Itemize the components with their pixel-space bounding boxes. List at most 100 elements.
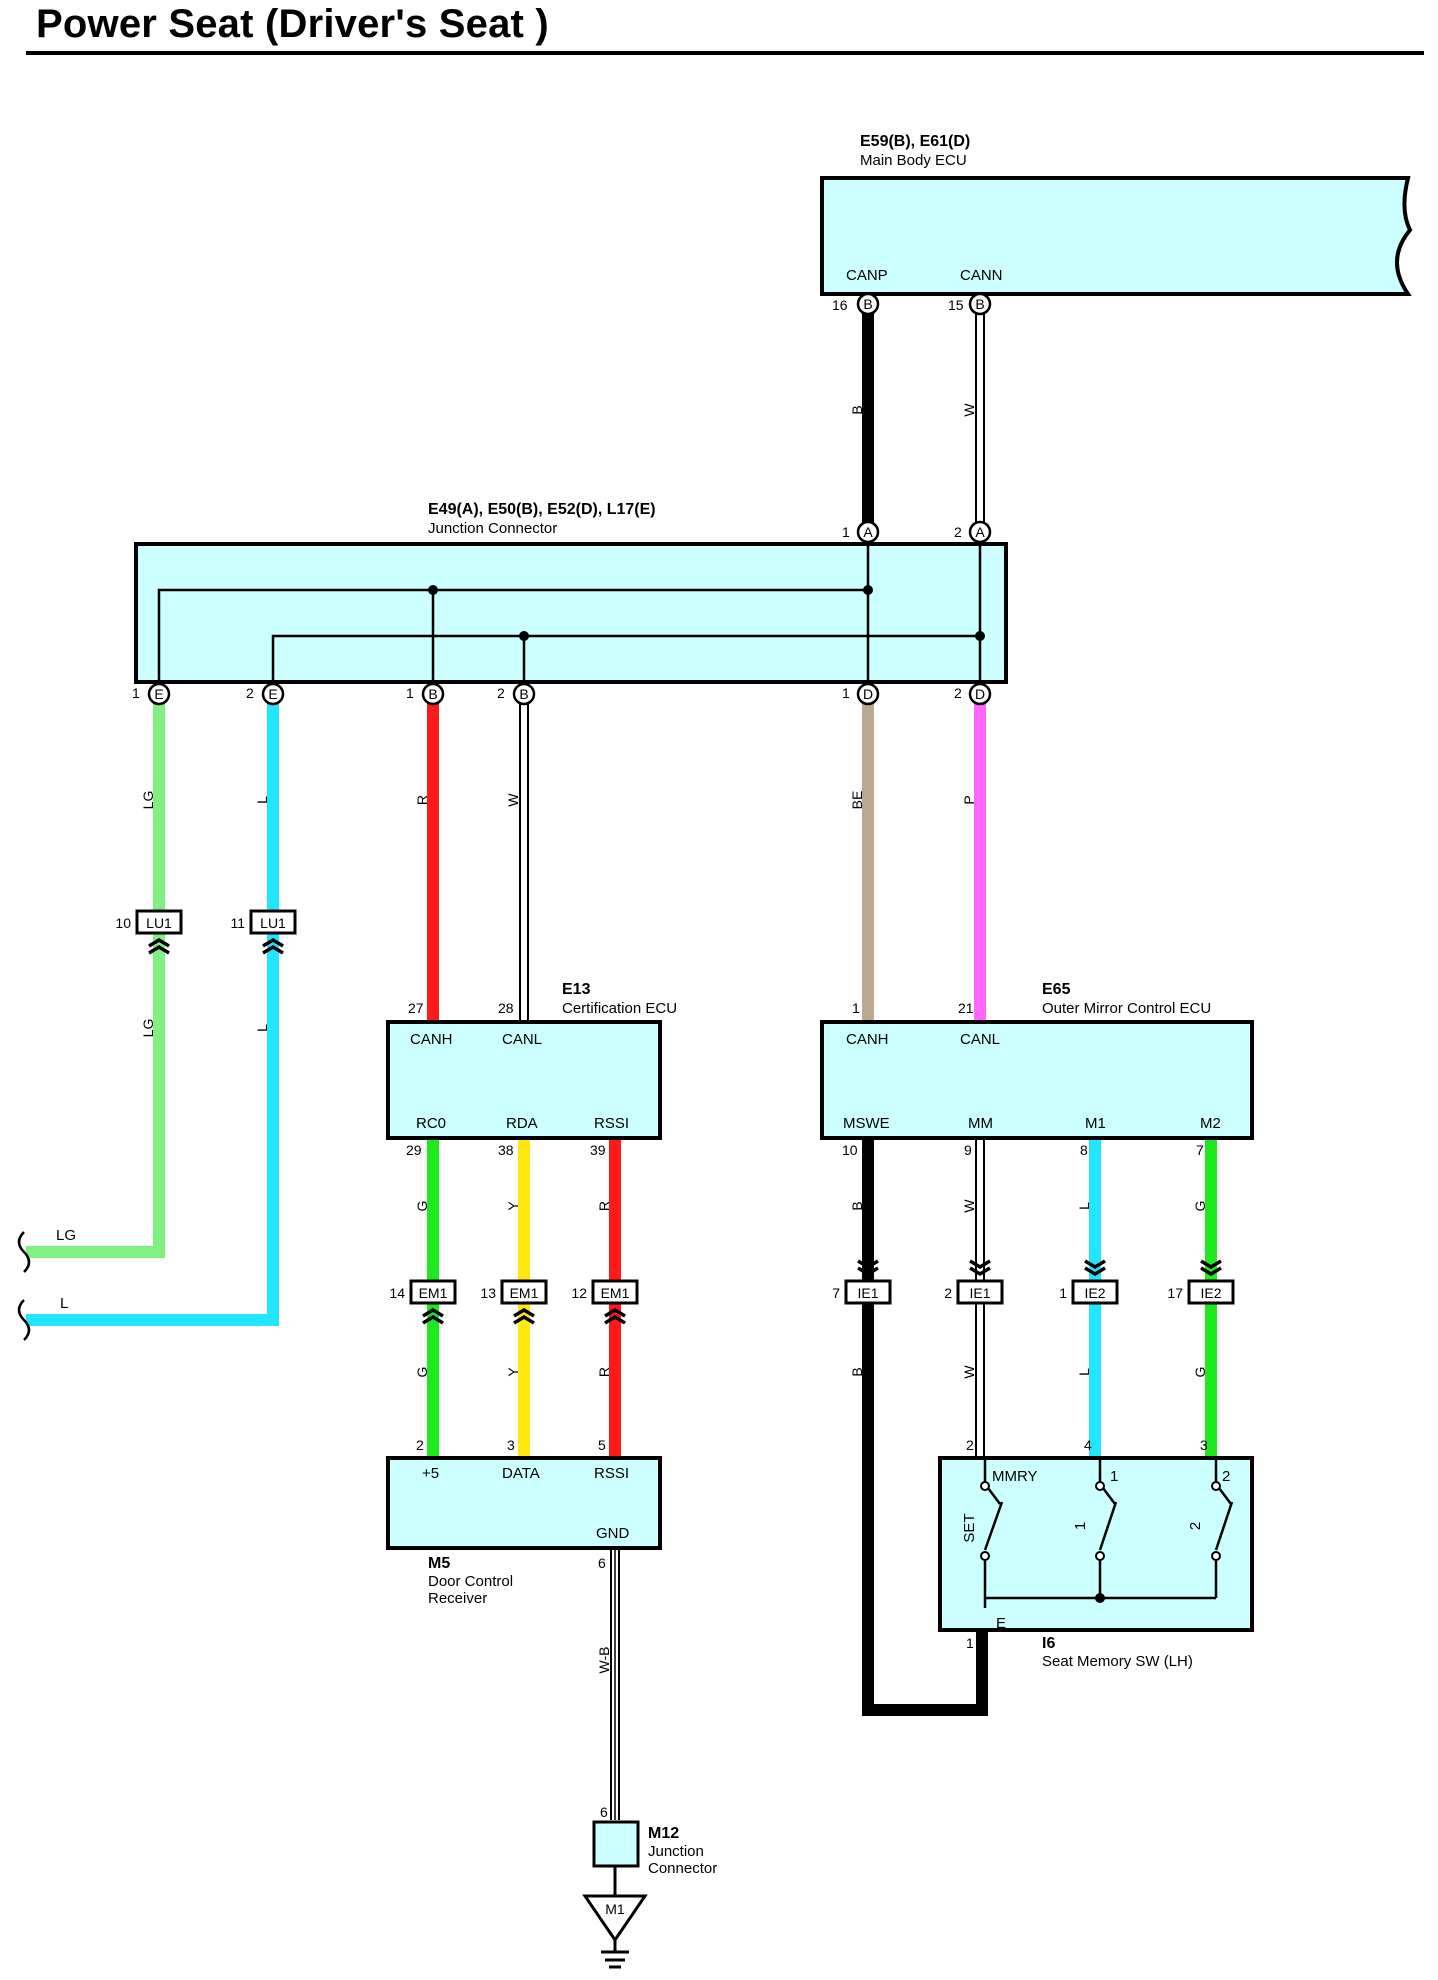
inline-connector-name: IE1 xyxy=(857,1285,878,1301)
e13-pin-num-39: 39 xyxy=(590,1142,606,1158)
inline-connector-name: LU1 xyxy=(260,915,286,931)
wire-code-label: B xyxy=(849,1201,865,1210)
svg-text:A: A xyxy=(863,524,873,540)
connector-badges: B B A A E E B B D D xyxy=(147,292,992,706)
badge-jc-d-1: D xyxy=(856,682,880,706)
certification-ecu-name: Certification ECU xyxy=(562,1000,677,1017)
i6-switch-label-2: 2 xyxy=(1187,1522,1204,1530)
e65-label-canh: CANH xyxy=(846,1031,889,1048)
i6-label-1: 1 xyxy=(1110,1468,1118,1485)
title-underline xyxy=(26,51,1424,55)
i6-pin-num-2: 2 xyxy=(966,1437,974,1453)
wire-code-label: P xyxy=(961,795,977,804)
wire-l xyxy=(26,700,279,1326)
m12-ref: M12 xyxy=(648,1825,679,1842)
inline-connector-pin-num: 2 xyxy=(944,1285,952,1301)
badge-jc-b-1: B xyxy=(421,682,445,706)
i6-name: Seat Memory SW (LH) xyxy=(1042,1653,1193,1670)
ground-symbol: M1 xyxy=(582,1866,648,1969)
svg-text:A: A xyxy=(975,524,985,540)
inline-connector-name: IE1 xyxy=(969,1285,990,1301)
wire-code-label: W-B xyxy=(596,1647,612,1674)
e65-label-canl: CANL xyxy=(960,1031,1000,1048)
inline-connector-pin-num: 12 xyxy=(571,1285,587,1301)
i6-switch-label-1: 1 xyxy=(1072,1522,1089,1530)
m12-pin-num: 6 xyxy=(600,1804,608,1820)
e65-label-m1: M1 xyxy=(1085,1115,1106,1132)
inline-connector-lu1-11: LU1 11 xyxy=(230,909,297,955)
inline-connector-name: EM1 xyxy=(601,1285,630,1301)
wire-code-label: LG xyxy=(140,1019,156,1038)
svg-text:B: B xyxy=(863,296,872,312)
jc-bottom-pin-num-d1: 1 xyxy=(842,685,850,701)
i6-pin-num-3: 3 xyxy=(1200,1437,1208,1453)
inline-connector-pin-num: 13 xyxy=(480,1285,496,1301)
svg-text:D: D xyxy=(975,686,985,702)
e13-pin-num-29: 29 xyxy=(406,1142,422,1158)
jc-top-pin-num-1: 1 xyxy=(842,524,850,540)
m5-ref: M5 xyxy=(428,1555,450,1572)
e13-label-rc0: RC0 xyxy=(416,1115,446,1132)
m5-name-line1: Door Control xyxy=(428,1573,513,1590)
i6-label-e: E xyxy=(996,1615,1006,1632)
inline-connector-ie2-17: IE2 17 xyxy=(1167,1259,1235,1305)
wire-code-label: Y xyxy=(505,1367,521,1377)
inline-connector-pin-num: 17 xyxy=(1167,1285,1183,1301)
m5-label-rssi: RSSI xyxy=(594,1465,629,1482)
wire-code-label: L xyxy=(1076,1202,1092,1210)
wire-code-label: W xyxy=(961,1199,977,1213)
wire-code-label: B xyxy=(849,1367,865,1376)
inline-connector-name: IE2 xyxy=(1200,1285,1221,1301)
wire-code-label: BE xyxy=(849,791,865,810)
wire-code-label: R xyxy=(596,1201,612,1211)
wire-code-label: G xyxy=(414,1201,430,1212)
i6-switch-label-set: SET xyxy=(961,1513,978,1542)
badge-jc-a-1: A xyxy=(856,520,880,544)
e65-pin-num-8: 8 xyxy=(1080,1142,1088,1158)
wire-code-label: G xyxy=(1192,1367,1208,1378)
junction-connector: E49(A), E50(B), E52(D), L17(E) Junction … xyxy=(132,501,1008,701)
e65-label-m2: M2 xyxy=(1200,1115,1221,1132)
wire-code-label: L xyxy=(254,1024,270,1032)
wire-code-label: B xyxy=(849,405,865,414)
seat-memory-switch: 2 4 3 MMRY 1 2 SET 1 2 xyxy=(938,1437,1254,1670)
page-title: Power Seat (Driver's Seat ) xyxy=(36,2,549,46)
e65-pin-num-1: 1 xyxy=(852,1000,860,1016)
off-page-break-marks xyxy=(17,1231,31,1341)
e13-label-canl: CANL xyxy=(502,1031,542,1048)
off-page-lg-label: LG xyxy=(56,1227,76,1244)
badge-main-b-16: B xyxy=(856,292,880,316)
main-body-ecu-pin-num-16: 16 xyxy=(832,297,848,313)
m5-pin-num-5: 5 xyxy=(598,1437,606,1453)
i6-ref: I6 xyxy=(1042,1635,1055,1652)
wire-code-label: G xyxy=(414,1367,430,1378)
badge-jc-a-2: A xyxy=(968,520,992,544)
badge-jc-e-1: E xyxy=(147,682,171,706)
jc-bottom-pin-num-b2: 2 xyxy=(497,685,505,701)
inline-connector-pin-num: 1 xyxy=(1059,1285,1067,1301)
svg-text:E: E xyxy=(268,686,277,702)
certification-ecu-ref: E13 xyxy=(562,981,591,998)
wire-code-label: G xyxy=(1192,1201,1208,1212)
main-body-ecu-name: Main Body ECU xyxy=(860,152,967,169)
badge-jc-d-2: D xyxy=(968,682,992,706)
svg-text:B: B xyxy=(428,686,437,702)
m5-pin-num-3: 3 xyxy=(507,1437,515,1453)
m5-label-data: DATA xyxy=(502,1465,540,1482)
wire-code-label: W xyxy=(505,793,521,807)
e13-pin-num-27: 27 xyxy=(408,1000,424,1016)
inline-connector-pin-num: 11 xyxy=(230,915,245,931)
jc-bottom-pin-num-d2: 2 xyxy=(954,685,962,701)
wire-code-label: R xyxy=(596,1367,612,1377)
wire-b-mswe xyxy=(862,1140,988,1716)
m5-label-gnd: GND xyxy=(596,1525,630,1542)
i6-pin-num-4: 4 xyxy=(1084,1437,1092,1453)
jc-top-pin-num-2: 2 xyxy=(954,524,962,540)
e65-pin-num-7: 7 xyxy=(1196,1142,1204,1158)
e65-pin-num-10: 10 xyxy=(842,1142,858,1158)
off-page-l-label: L xyxy=(60,1295,68,1312)
